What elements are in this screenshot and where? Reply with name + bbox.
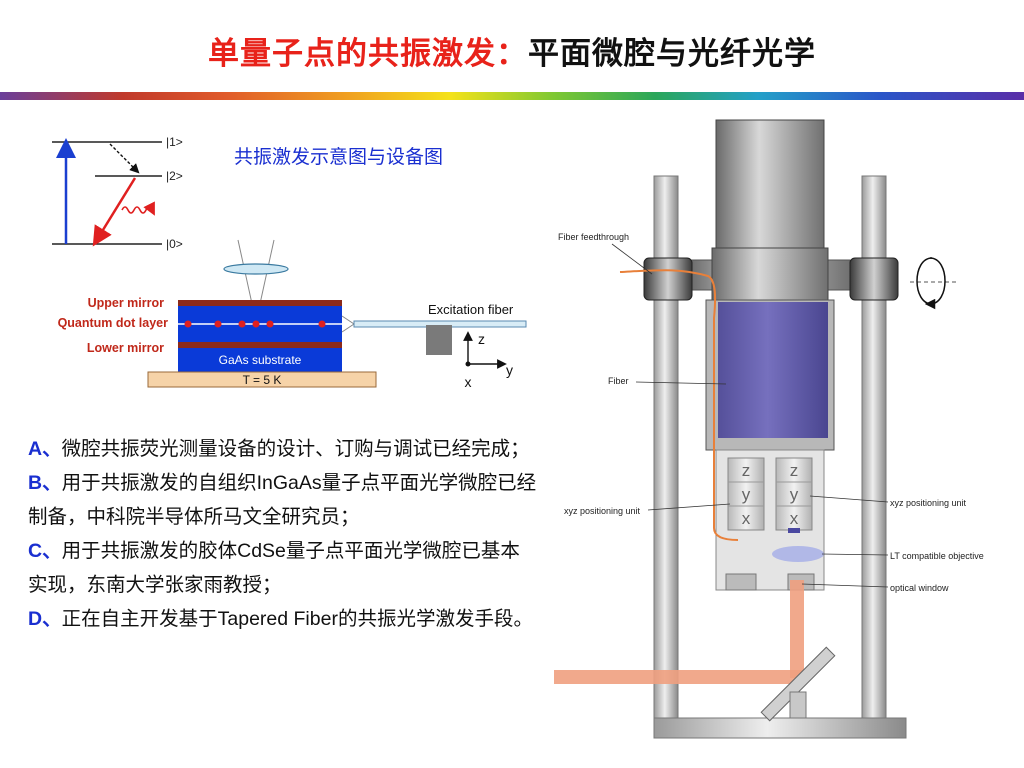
- lt-objective: [772, 546, 824, 562]
- item-c-sep: 、: [42, 540, 62, 562]
- stage-right-x: x: [790, 509, 799, 528]
- fiber-label: Fiber: [608, 376, 629, 386]
- item-d-pre: 正在自主开发基于: [61, 607, 218, 630]
- window-label: optical window: [890, 583, 949, 593]
- stage-right-z: z: [790, 461, 799, 480]
- fiber-holder: [426, 325, 452, 355]
- energy-level-diagram: |1> |2> |0>: [52, 135, 183, 251]
- item-d-sep: 、: [42, 608, 62, 630]
- focusing-lens: [223, 263, 289, 275]
- cryostat-top: [715, 119, 825, 261]
- z-axis-label: z: [478, 331, 485, 347]
- item-c-pre: 用于共振激发的胶体: [61, 539, 238, 562]
- item-d-latin: Tapered Fiber: [217, 608, 338, 630]
- xyz-left-label: xyz positioning unit: [564, 506, 641, 516]
- temperature-label: T = 5 K: [243, 373, 282, 387]
- objective-label: LT compatible objective: [890, 551, 984, 561]
- item-a-sep: 、: [42, 438, 62, 460]
- cold-finger: [147, 371, 377, 388]
- optical-fiber: [619, 269, 739, 541]
- slide-title: 单量子点的共振激发：平面微腔与光纤光学: [0, 28, 1024, 73]
- fiber-feedthrough-label: Fiber feedthrough: [558, 232, 629, 242]
- title-black-part: 平面微腔与光纤光学: [528, 36, 816, 72]
- stage-right: [775, 457, 813, 531]
- level-0-label: |0>: [166, 237, 183, 251]
- sample-mount: [788, 528, 800, 533]
- upper-mirror-label: Upper mirror: [88, 296, 165, 310]
- emission-arrow: [92, 177, 137, 247]
- item-d: D、正在自主开发基于Tapered Fiber的共振光学激发手段。: [28, 602, 538, 636]
- level-1-label: |1>: [166, 135, 183, 149]
- item-a-key: A: [28, 438, 43, 460]
- y-axis-label: y: [506, 362, 513, 378]
- substrate-label: GaAs substrate: [219, 353, 302, 367]
- rotation-icon: [924, 257, 946, 310]
- diagram-subtitle: 共振激发示意图与设备图: [234, 146, 444, 168]
- lower-mirror-layer: [178, 342, 342, 348]
- apparatus-diagram: z y x z y x Fiber feedthrough Fiber xyz …: [554, 119, 984, 739]
- body-text: A、微腔共振荧光测量设备的设计、订购与调试已经完成； B、用于共振激发的自组织I…: [28, 432, 538, 636]
- item-c-post: 量子点平面光学微腔已基本实现，东南大学张家雨教授；: [28, 539, 520, 596]
- item-d-key: D: [28, 608, 43, 630]
- item-b-sep: 、: [42, 472, 62, 494]
- excitation-fiber-label: Excitation fiber: [428, 302, 514, 317]
- item-c-latin: CdSe: [237, 540, 286, 562]
- base-plate: [653, 717, 907, 739]
- title-red-part: 单量子点的共振激发：: [208, 36, 528, 72]
- quantum-dot-layer-label: Quantum dot layer: [58, 316, 169, 330]
- upper-mirror-layer: [178, 300, 342, 306]
- item-b-post: 量子点平面光学微腔已经制备，中科院半导体所马文全研究员；: [28, 471, 537, 528]
- photon-wave: [121, 201, 155, 216]
- item-c-key: C: [28, 540, 43, 562]
- stage-left-y: y: [742, 485, 751, 504]
- lower-mirror-label: Lower mirror: [87, 341, 164, 355]
- x-axis-label: x: [465, 374, 472, 390]
- relaxation-arrow: [109, 143, 140, 174]
- item-a-text: 微腔共振荧光测量设备的设计、订购与调试已经完成；: [61, 437, 530, 460]
- rainbow-divider: [0, 92, 1024, 100]
- laser-beam-vertical: [790, 580, 804, 678]
- laser-beam-horizontal: [554, 670, 804, 684]
- right-clamp: [849, 257, 899, 301]
- stage-left-x: x: [742, 509, 751, 528]
- sample-structure-diagram: GaAs substrate T = 5 K Upper mirror Quan…: [58, 239, 527, 390]
- stage-left: [727, 457, 765, 531]
- gaas-substrate-layer: [178, 348, 342, 372]
- item-b: B、用于共振激发的自组织InGaAs量子点平面光学微腔已经制备，中科院半导体所马…: [28, 466, 538, 534]
- stage-left-z: z: [742, 461, 751, 480]
- stage-right-y: y: [790, 485, 799, 504]
- purple-chamber: [718, 302, 828, 438]
- xyz-right-label: xyz positioning unit: [890, 498, 967, 508]
- level-2-label: |2>: [166, 169, 183, 183]
- item-c: C、用于共振激发的胶体CdSe量子点平面光学微腔已基本实现，东南大学张家雨教授；: [28, 534, 538, 602]
- turning-mirror: [760, 646, 836, 722]
- item-b-latin: InGaAs: [256, 472, 322, 494]
- item-d-post: 的共振光学激发手段。: [337, 607, 533, 630]
- item-a: A、微腔共振荧光测量设备的设计、订购与调试已经完成；: [28, 432, 538, 466]
- item-b-key: B: [28, 472, 43, 494]
- item-b-pre: 用于共振激发的自组织: [61, 471, 257, 494]
- left-clamp: [643, 257, 693, 301]
